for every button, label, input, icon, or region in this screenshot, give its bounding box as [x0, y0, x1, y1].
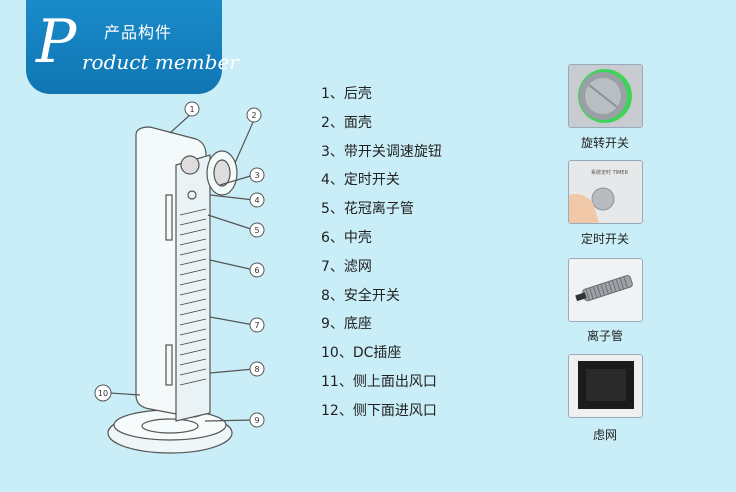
list-item: 11、侧上面出风口	[321, 373, 437, 390]
ion-tube-caption: 离子管	[586, 329, 623, 343]
list-item: 3、带开关调速旋钮	[321, 143, 442, 160]
callout-4: 4	[254, 196, 259, 205]
callout-9: 9	[254, 416, 259, 425]
list-item: 7、滤网	[321, 258, 372, 275]
product-member-badge: 产品构件 P roduct member	[26, 0, 239, 94]
list-item: 12、侧下面进风口	[321, 402, 437, 419]
callout-5: 5	[254, 226, 259, 235]
filter-net-photo	[568, 354, 643, 418]
list-item: 9、底座	[321, 316, 372, 333]
timer-switch-photo: 系统定时 TIMER	[568, 160, 643, 224]
filter-net-caption: 虑网	[592, 428, 617, 442]
badge-initial-p: P	[36, 7, 77, 77]
callout-2: 2	[251, 111, 256, 120]
rotary-switch-icon	[569, 65, 642, 127]
badge-title-en: roduct member	[82, 50, 239, 74]
callout-3: 3	[254, 171, 259, 180]
list-item: 10、DC插座	[321, 345, 402, 362]
callout-8: 8	[254, 365, 259, 374]
ion-tube-photo	[568, 258, 643, 322]
timer-switch-caption: 定时开关	[580, 232, 629, 246]
filter-net-icon	[569, 355, 642, 417]
badge-title-cn: 产品构件	[104, 23, 173, 42]
list-item: 6、中壳	[321, 229, 372, 246]
list-item: 4、定时开关	[321, 172, 400, 189]
rotary-switch-caption: 旋转开关	[580, 136, 629, 150]
callout-7: 7	[254, 321, 259, 330]
rotary-switch-photo	[568, 64, 643, 128]
ion-tube-icon	[569, 259, 642, 321]
exploded-diagram: 1 2 3 4 5 6 7 8 9 10	[94, 101, 265, 454]
callout-1: 1	[189, 105, 194, 114]
list-item: 2、面壳	[321, 114, 372, 131]
list-item: 5、花冠离子管	[321, 201, 414, 218]
callout-10: 10	[98, 389, 108, 398]
timer-panel-text: 系统定时 TIMER	[591, 170, 629, 176]
parts-list: 1、后壳 2、面壳 3、带开关调速旋钮 4、定时开关 5、花冠离子管 6、中壳 …	[321, 84, 442, 430]
list-item: 8、安全开关	[321, 287, 400, 304]
timer-switch-icon	[569, 161, 642, 223]
callout-6: 6	[254, 266, 259, 275]
list-item: 1、后壳	[321, 86, 372, 102]
